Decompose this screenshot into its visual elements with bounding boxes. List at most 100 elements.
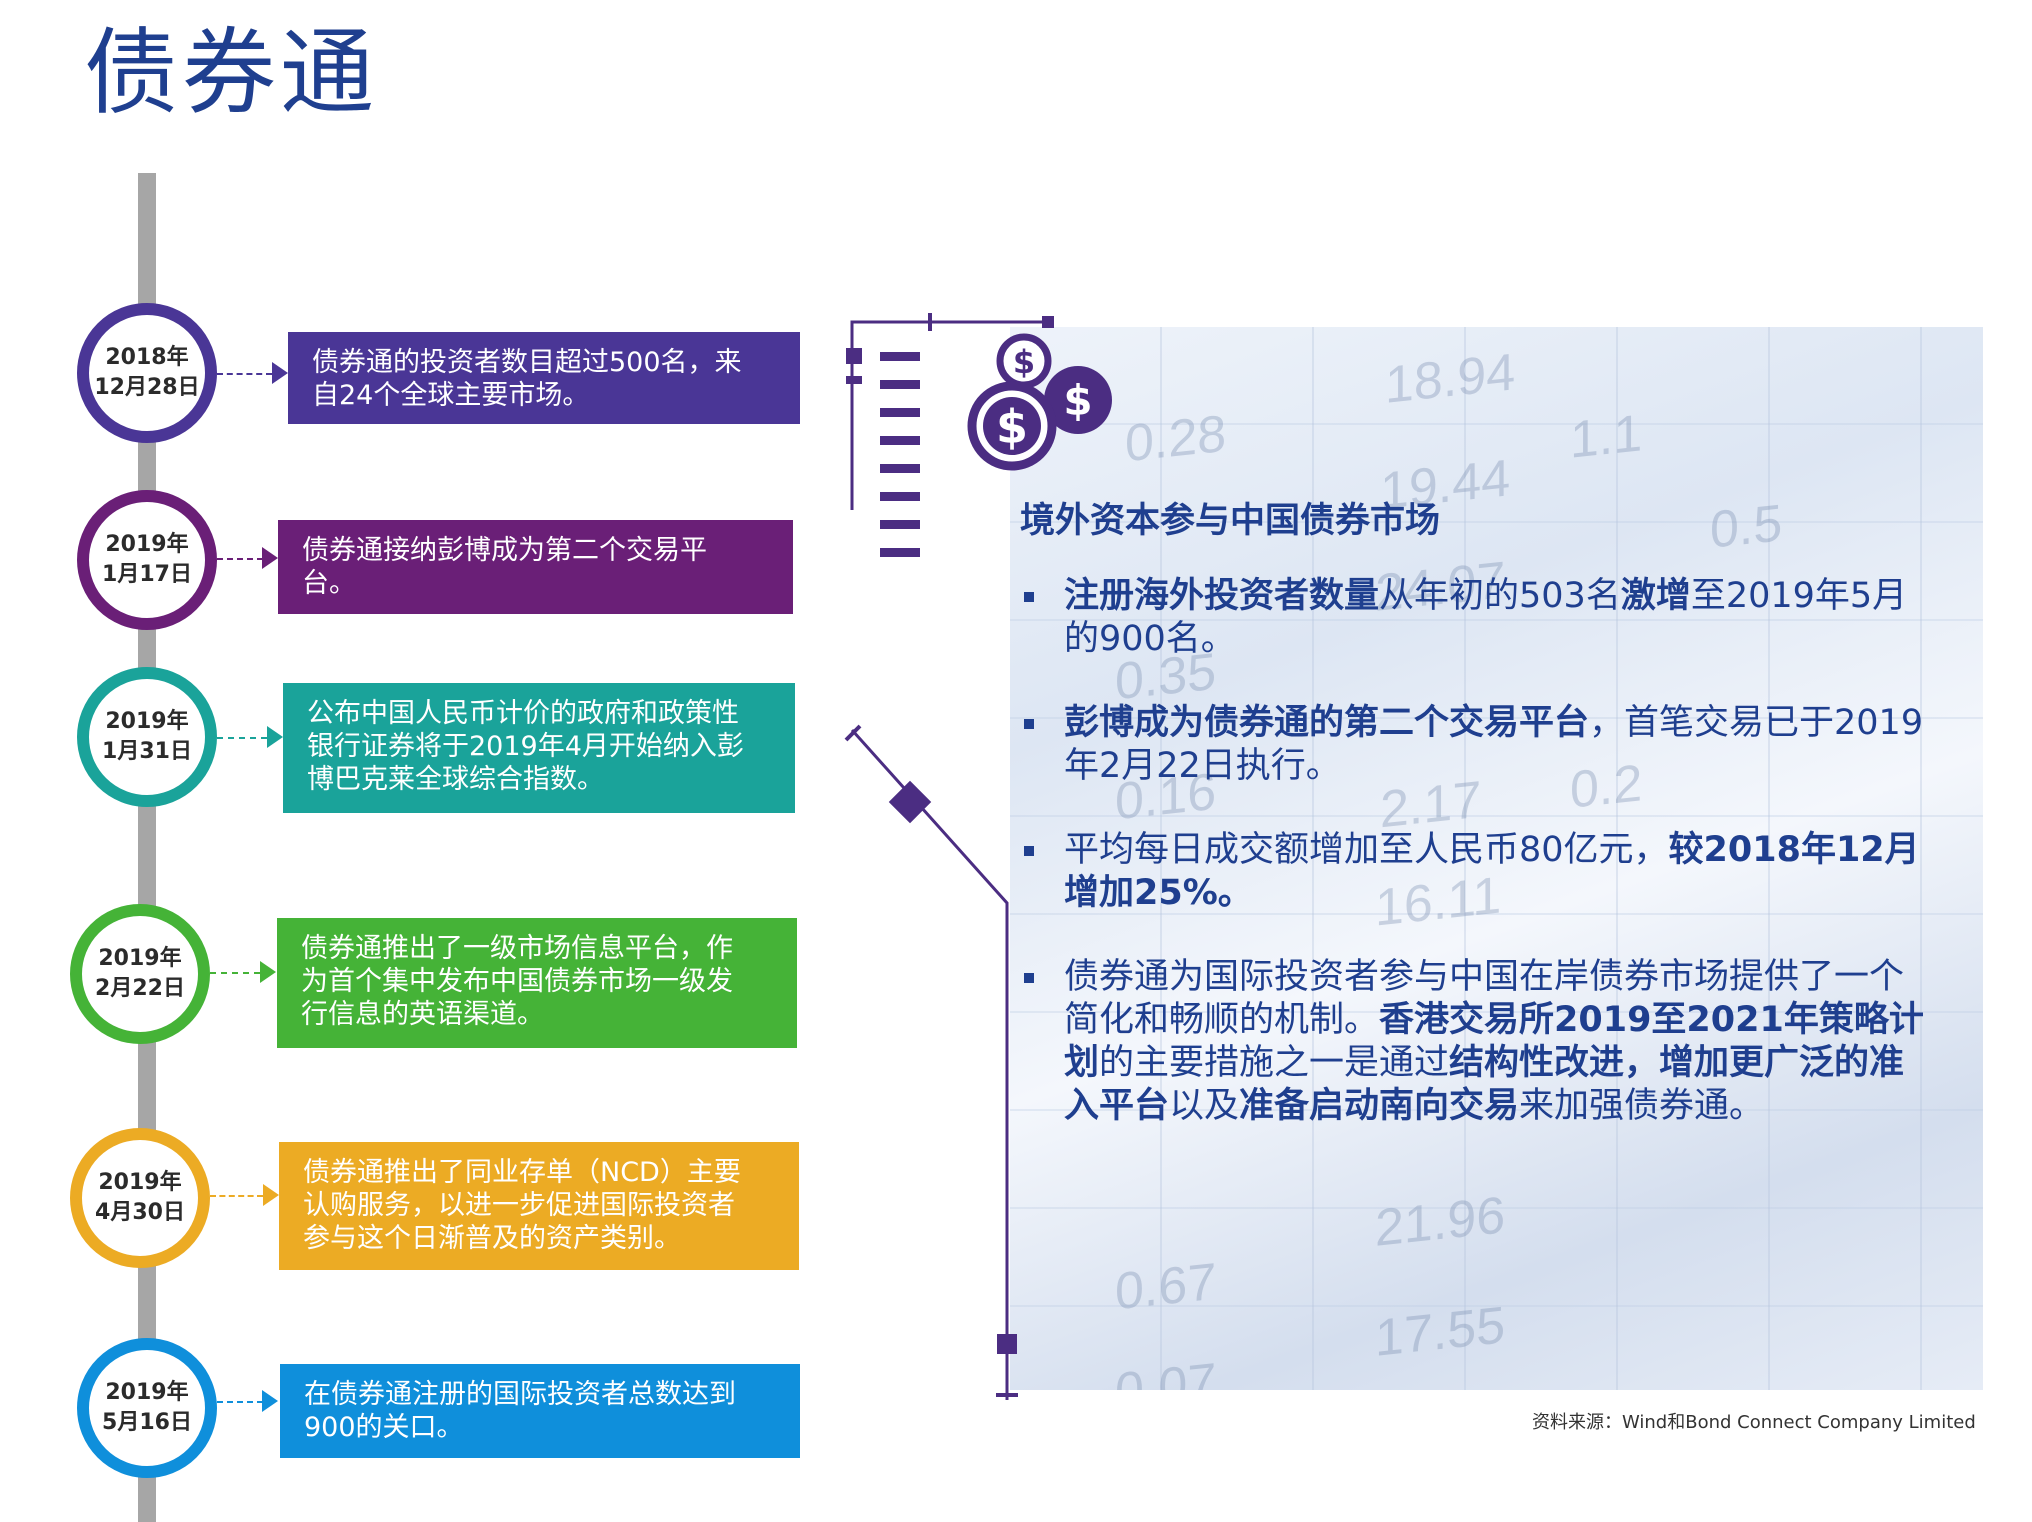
bullet-emphasis: 香港交易所2019至2021年策略计划 (1064, 1000, 1924, 1083)
ticker-number: 17.55 (1375, 1296, 1506, 1368)
timeline-event-text: 为首个集中发布中国债券市场一级发 (301, 966, 733, 997)
frame-stripe (880, 520, 920, 529)
timeline-event-text: 900的关口。 (304, 1412, 464, 1443)
timeline-event-box: 公布中国人民币计价的政府和政策性 银行证券将于2019年4月开始纳入彭 博巴克莱… (283, 683, 795, 813)
timeline-date-year: 2019年 (105, 532, 189, 557)
frame-stripe (880, 436, 920, 445)
bullet-marker (1024, 973, 1034, 983)
bullet-text: 的主要措施之一是通过 (1099, 1043, 1450, 1083)
timeline-date-year: 2019年 (105, 709, 189, 734)
bullet-marker (1024, 719, 1034, 729)
info-panel-background: 18.94 0.28 1.1 19.44 0.5 24.07 0.35 2.17… (1010, 327, 1983, 1390)
timeline-date-day: 12月28日 (94, 375, 200, 400)
frame-stripe (880, 492, 920, 501)
bullet-marker (1024, 846, 1034, 856)
frame-stripe (880, 380, 920, 389)
timeline-event-text: 公布中国人民币计价的政府和政策性 (307, 698, 739, 729)
timeline-event-text: 参与这个日渐普及的资产类别。 (303, 1223, 681, 1254)
frame-diamond (888, 780, 932, 824)
timeline-arrow (262, 547, 278, 569)
timeline-event-box: 债券通接纳彭博成为第二个交易平 台。 (278, 520, 793, 614)
timeline-event-text: 认购服务，以进一步促进国际投资者 (303, 1190, 735, 1221)
bullet-emphasis: 准备启动南向交易 (1239, 1086, 1520, 1126)
timeline-event-text: 博巴克莱全球综合指数。 (307, 764, 604, 795)
bullet-list: 注册海外投资者数量从年初的503名激增至2019年5月的900名。 彭博成为债券… (1024, 575, 1924, 1169)
bullet-emphasis: 较2018年12月增加25%。 (1064, 830, 1920, 913)
timeline-date-year: 2019年 (98, 1170, 182, 1195)
page-title: 债券通 (84, 19, 379, 128)
frame-diagonal-line (850, 728, 1009, 1400)
timeline-date-year: 2018年 (105, 345, 189, 370)
timeline-event-box: 在债券通注册的国际投资者总数达到 900的关口。 (280, 1364, 800, 1458)
timeline-arrow (260, 961, 276, 983)
frame-stripe (880, 464, 920, 473)
timeline-connector (217, 1401, 263, 1403)
panel-heading: 境外资本参与中国债券市场 (1020, 501, 1441, 541)
bullet-text: 以及 (1169, 1086, 1240, 1126)
ticker-number: 18.94 (1385, 343, 1516, 415)
bullet-item: 平均每日成交额增加至人民币80亿元，较2018年12月增加25%。 (1024, 829, 1924, 915)
timeline-event-text: 自24个全球主要市场。 (312, 380, 590, 411)
timeline-connector (210, 972, 260, 974)
timeline-connector (210, 1195, 263, 1197)
ticker-number: 0.07 (1115, 1352, 1217, 1390)
timeline-arrow (267, 726, 283, 748)
frame-stripe (880, 548, 920, 557)
frame-notch (846, 376, 862, 384)
ticker-number: 0.5 (1710, 494, 1783, 560)
timeline-date-circle: 2018年 12月28日 (77, 303, 217, 443)
timeline-event-box: 债券通的投资者数目超过500名，来 自24个全球主要市场。 (288, 332, 800, 424)
bullet-text: 债券通为国际投资者参与中国在岸债券市场提供了一个简化和畅顺的机制。 (1064, 957, 1905, 1040)
timeline-event-text: 债券通的投资者数目超过500名，来 (312, 347, 742, 378)
ticker-number: 21.96 (1375, 1186, 1506, 1258)
timeline-event-box: 债券通推出了同业存单（NCD）主要 认购服务，以进一步促进国际投资者 参与这个日… (279, 1142, 799, 1270)
timeline-event-text: 行信息的英语渠道。 (301, 999, 544, 1030)
frame-stripe (880, 408, 920, 417)
ticker-number: 1.1 (1570, 404, 1643, 470)
bullet-marker (1024, 592, 1034, 602)
timeline-arrow (272, 362, 288, 384)
timeline-event-text: 银行证券将于2019年4月开始纳入彭 (307, 731, 744, 762)
timeline-date-day: 5月16日 (102, 1410, 192, 1435)
bullet-text: 平均每日成交额增加至人民币80亿元， (1064, 830, 1669, 870)
bullet-item: 债券通为国际投资者参与中国在岸债券市场提供了一个简化和畅顺的机制。香港交易所20… (1024, 956, 1924, 1128)
bullet-item: 注册海外投资者数量从年初的503名激增至2019年5月的900名。 (1024, 575, 1924, 661)
timeline-arrow (262, 1390, 278, 1412)
frame-stripe (880, 352, 920, 361)
timeline-date-circle: 2019年 1月31日 (77, 667, 217, 807)
timeline-date-day: 4月30日 (95, 1200, 185, 1225)
ticker-number: 0.67 (1115, 1252, 1217, 1322)
timeline-date-year: 2019年 (98, 946, 182, 971)
timeline-event-box: 债券通推出了一级市场信息平台，作 为首个集中发布中国债券市场一级发 行信息的英语… (277, 918, 797, 1048)
timeline-date-circle: 2019年 4月30日 (70, 1128, 210, 1268)
bullet-text: 从年初的503名 (1379, 576, 1621, 616)
bullet-emphasis: 彭博成为债券通的第二个交易平台 (1064, 703, 1590, 743)
timeline-event-text: 债券通推出了一级市场信息平台，作 (301, 933, 733, 964)
timeline-arrow (263, 1184, 279, 1206)
bullet-text: 至2019年5月的900名。 (1064, 576, 1908, 659)
timeline-date-circle: 2019年 1月17日 (77, 490, 217, 630)
bullet-text: ，首笔交易已于2019年2月22日执行。 (1064, 703, 1924, 786)
bullet-text: 来加强债券通。 (1519, 1086, 1765, 1126)
timeline-connector (217, 558, 263, 560)
bullet-emphasis: 注册海外投资者数量 (1064, 576, 1380, 616)
bullet-emphasis: 结构性改进，增加更广泛的准入平台 (1064, 1043, 1905, 1126)
timeline-date-day: 2月22日 (95, 976, 185, 1001)
timeline-date-circle: 2019年 5月16日 (77, 1338, 217, 1478)
timeline-date-year: 2019年 (105, 1380, 189, 1405)
timeline-date-day: 1月17日 (102, 562, 192, 587)
timeline-connector (217, 373, 272, 375)
bullet-item: 彭博成为债券通的第二个交易平台，首笔交易已于2019年2月22日执行。 (1024, 702, 1924, 788)
timeline-event-text: 债券通推出了同业存单（NCD）主要 (303, 1157, 741, 1188)
timeline-date-day: 1月31日 (102, 739, 192, 764)
frame-square (846, 348, 862, 364)
timeline-event-text: 在债券通注册的国际投资者总数达到 (304, 1379, 736, 1410)
ticker-number: 0.28 (1125, 404, 1227, 474)
source-note: 资料来源：Wind和Bond Connect Company Limited (1532, 1412, 1976, 1433)
timeline-date-circle: 2019年 2月22日 (70, 904, 210, 1044)
bullet-emphasis: 激增 (1620, 576, 1691, 616)
timeline-connector (217, 737, 267, 739)
frame-tick (844, 724, 862, 742)
timeline-event-text: 台。 (302, 568, 356, 599)
timeline-event-text: 债券通接纳彭博成为第二个交易平 (302, 535, 707, 566)
